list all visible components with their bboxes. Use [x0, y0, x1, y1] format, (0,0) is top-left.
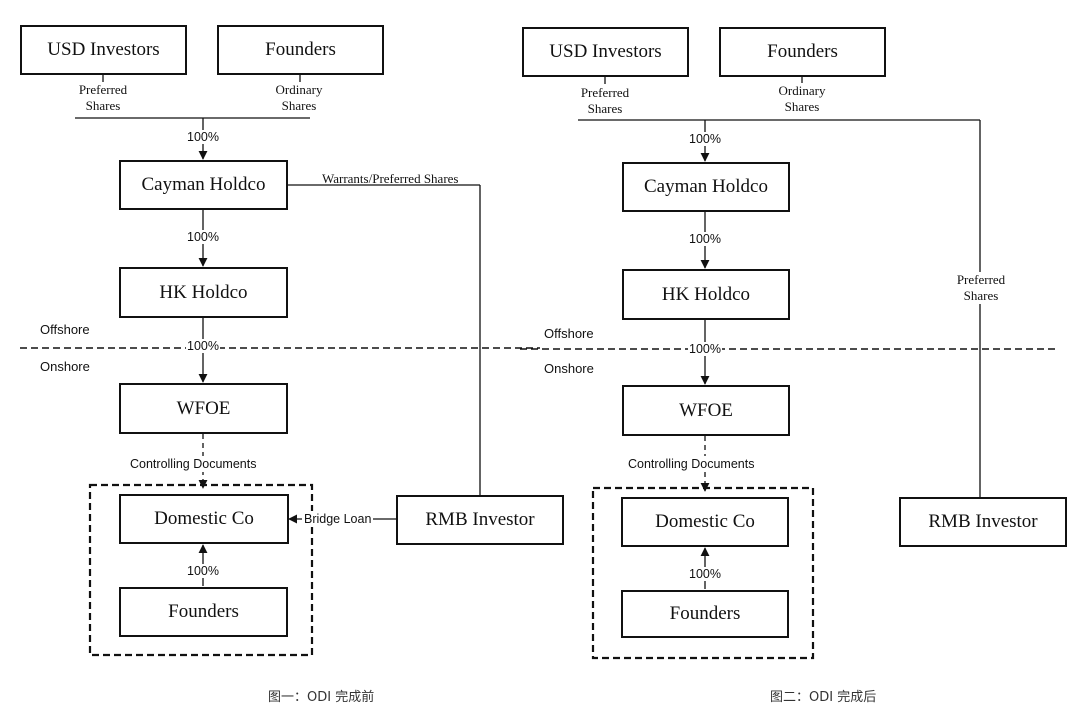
- pct-domestic-label: 100%: [186, 564, 220, 578]
- preferred-shares-label: Preferred Shares: [62, 82, 144, 114]
- usd-investors-box: USD Investors: [522, 27, 689, 77]
- preferred-shares-label: Preferred Shares: [564, 85, 646, 117]
- founders-top-box: Founders: [719, 27, 886, 77]
- controlling-documents-label: Controlling Documents: [628, 456, 755, 472]
- ordinary-shares-line2: Shares: [784, 99, 820, 114]
- ordinary-shares-label: Ordinary Shares: [258, 82, 340, 114]
- diagram-after-lines: [520, 77, 1058, 660]
- pct-hk-label: 100%: [688, 232, 722, 246]
- founders-bottom-box: Founders: [621, 590, 789, 638]
- domestic-co-box: Domestic Co: [119, 494, 289, 544]
- cayman-holdco-box: Cayman Holdco: [622, 162, 790, 212]
- hk-holdco-box: HK Holdco: [622, 269, 790, 320]
- rmb-preferred-line2: Shares: [963, 288, 999, 303]
- warrants-preferred-shares-label: Warrants/Preferred Shares: [322, 171, 459, 186]
- diagram-before-lines: [20, 75, 540, 657]
- wfoe-box: WFOE: [622, 385, 790, 436]
- preferred-shares-line1: Preferred: [78, 82, 128, 97]
- offshore-label: Offshore: [40, 322, 90, 337]
- preferred-shares-line1: Preferred: [580, 85, 630, 100]
- rmb-preferred-line1: Preferred: [956, 272, 1006, 287]
- founders-bottom-box: Founders: [119, 587, 288, 637]
- caption-after: 图二：ODI 完成后: [770, 690, 877, 705]
- controlling-documents-label: Controlling Documents: [130, 456, 257, 472]
- rmb-preferred-shares-label: Preferred Shares: [940, 272, 1022, 304]
- wfoe-box: WFOE: [119, 383, 288, 434]
- caption-before: 图一：ODI 完成前: [268, 690, 375, 705]
- usd-investors-box: USD Investors: [20, 25, 187, 75]
- onshore-label: Onshore: [40, 359, 90, 374]
- pct-hk-label: 100%: [186, 230, 220, 244]
- preferred-shares-line2: Shares: [587, 101, 623, 116]
- pct-cayman-label: 100%: [688, 132, 722, 146]
- rmb-investor-box: RMB Investor: [899, 497, 1067, 547]
- ordinary-shares-line1: Ordinary: [275, 82, 323, 97]
- onshore-label: Onshore: [544, 361, 594, 376]
- domestic-co-box: Domestic Co: [621, 497, 789, 547]
- pct-domestic-label: 100%: [688, 567, 722, 581]
- pct-cayman-label: 100%: [186, 130, 220, 144]
- hk-holdco-box: HK Holdco: [119, 267, 288, 318]
- pct-wfoe-label: 100%: [186, 339, 220, 353]
- bridge-loan-label: Bridge Loan: [302, 511, 374, 527]
- rmb-investor-box: RMB Investor: [396, 495, 564, 545]
- ordinary-shares-line1: Ordinary: [778, 83, 826, 98]
- ordinary-shares-label: Ordinary Shares: [761, 83, 843, 115]
- ordinary-shares-line2: Shares: [281, 98, 317, 113]
- cayman-holdco-box: Cayman Holdco: [119, 160, 288, 210]
- founders-top-box: Founders: [217, 25, 384, 75]
- pct-wfoe-label: 100%: [688, 342, 722, 356]
- offshore-label: Offshore: [544, 326, 594, 341]
- preferred-shares-line2: Shares: [85, 98, 121, 113]
